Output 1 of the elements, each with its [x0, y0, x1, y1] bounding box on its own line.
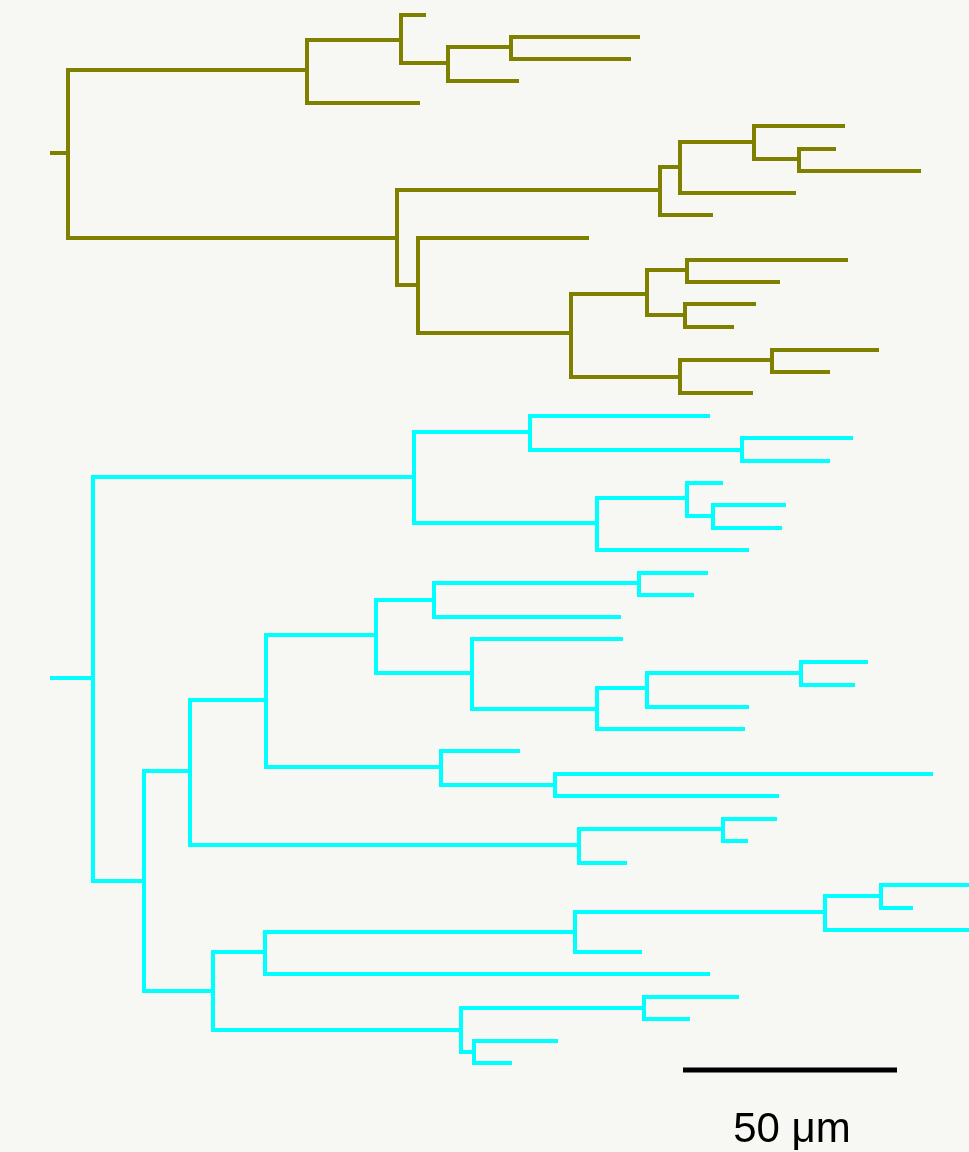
scale-label: 50 μm [732, 1104, 852, 1152]
